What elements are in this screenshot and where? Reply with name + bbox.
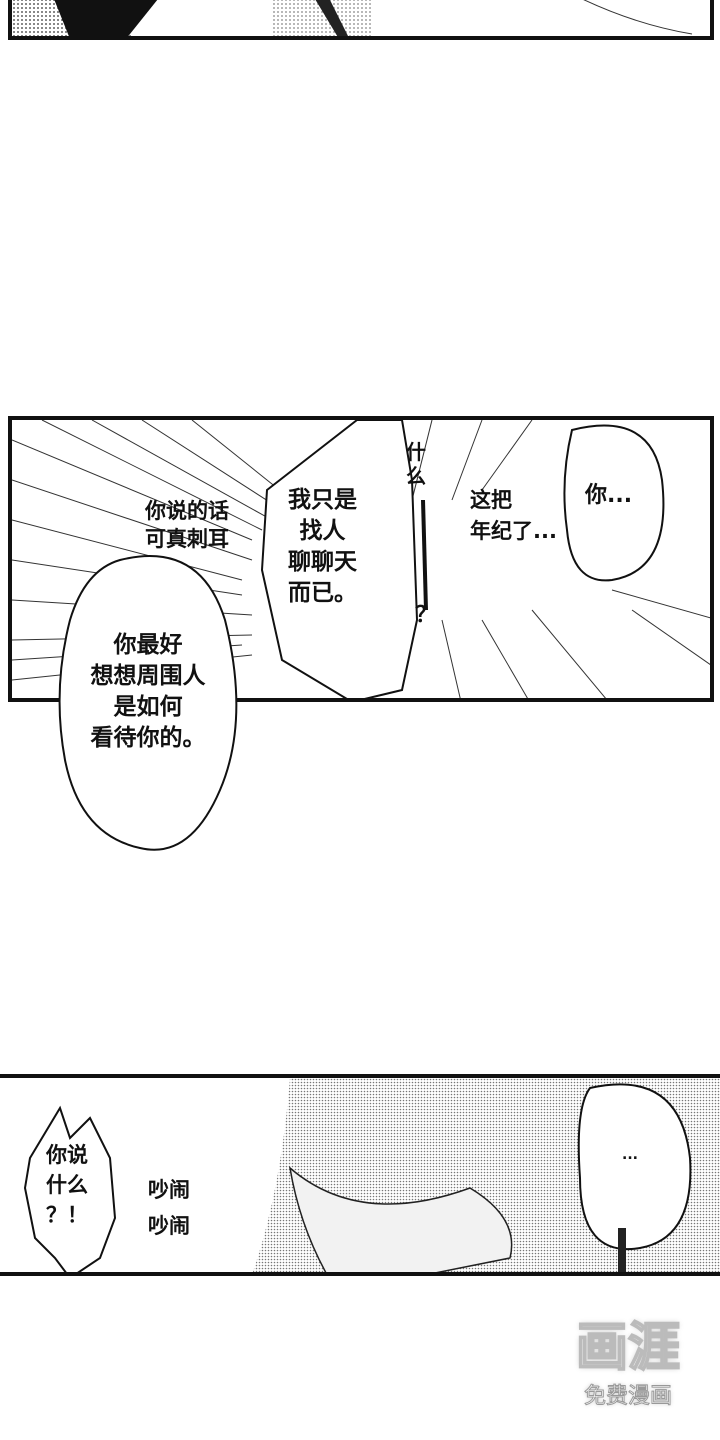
speed-lines — [12, 420, 710, 698]
dialogue-what: 什么 — [406, 440, 426, 488]
watermark-logo: 画涯 — [575, 1317, 681, 1379]
bottom-panel-art — [23, 1078, 720, 1272]
dialogue-think-about-others: 你最好 想想周围人 是如何 看待你的。 — [90, 632, 206, 751]
dialogue-at-your-age: 这把 年纪了... — [470, 488, 557, 543]
dialogue-ears: 你说的话 可真刺耳 — [145, 499, 229, 551]
dialogue-you: 你... — [585, 483, 633, 508]
dialogue-what-did-you-say: 你说 什么 ？！ — [46, 1143, 88, 1227]
top-panel — [8, 0, 714, 40]
top-panel-art — [12, 0, 693, 36]
watermark-tagline: 免费漫画 — [583, 1384, 672, 1410]
watermark: 画涯 免费漫画 — [568, 1317, 688, 1410]
dialogue-what-mark: ？ — [415, 603, 438, 628]
sfx-noisy: 吵闹 吵闹 — [148, 1178, 190, 1238]
bottom-panel: 你说 什么 ？！ 吵闹 吵闹 ... — [0, 1074, 720, 1276]
dialogue-just-chatting: 我只是 找人 聊聊天 而已。 — [288, 487, 357, 606]
dialogue-ellipsis: ... — [622, 1147, 638, 1163]
